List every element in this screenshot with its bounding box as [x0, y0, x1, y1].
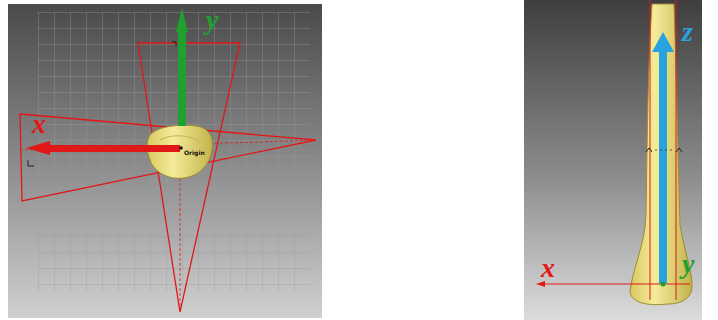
right-panel — [524, 0, 702, 320]
axis-label: y — [682, 250, 694, 278]
axis-label: x — [32, 110, 46, 138]
axis-label: y — [206, 6, 218, 34]
origin-label: Origin — [184, 150, 205, 156]
axis-label: x — [541, 254, 555, 282]
left-panel — [8, 4, 322, 318]
axis-label: z — [682, 18, 693, 46]
